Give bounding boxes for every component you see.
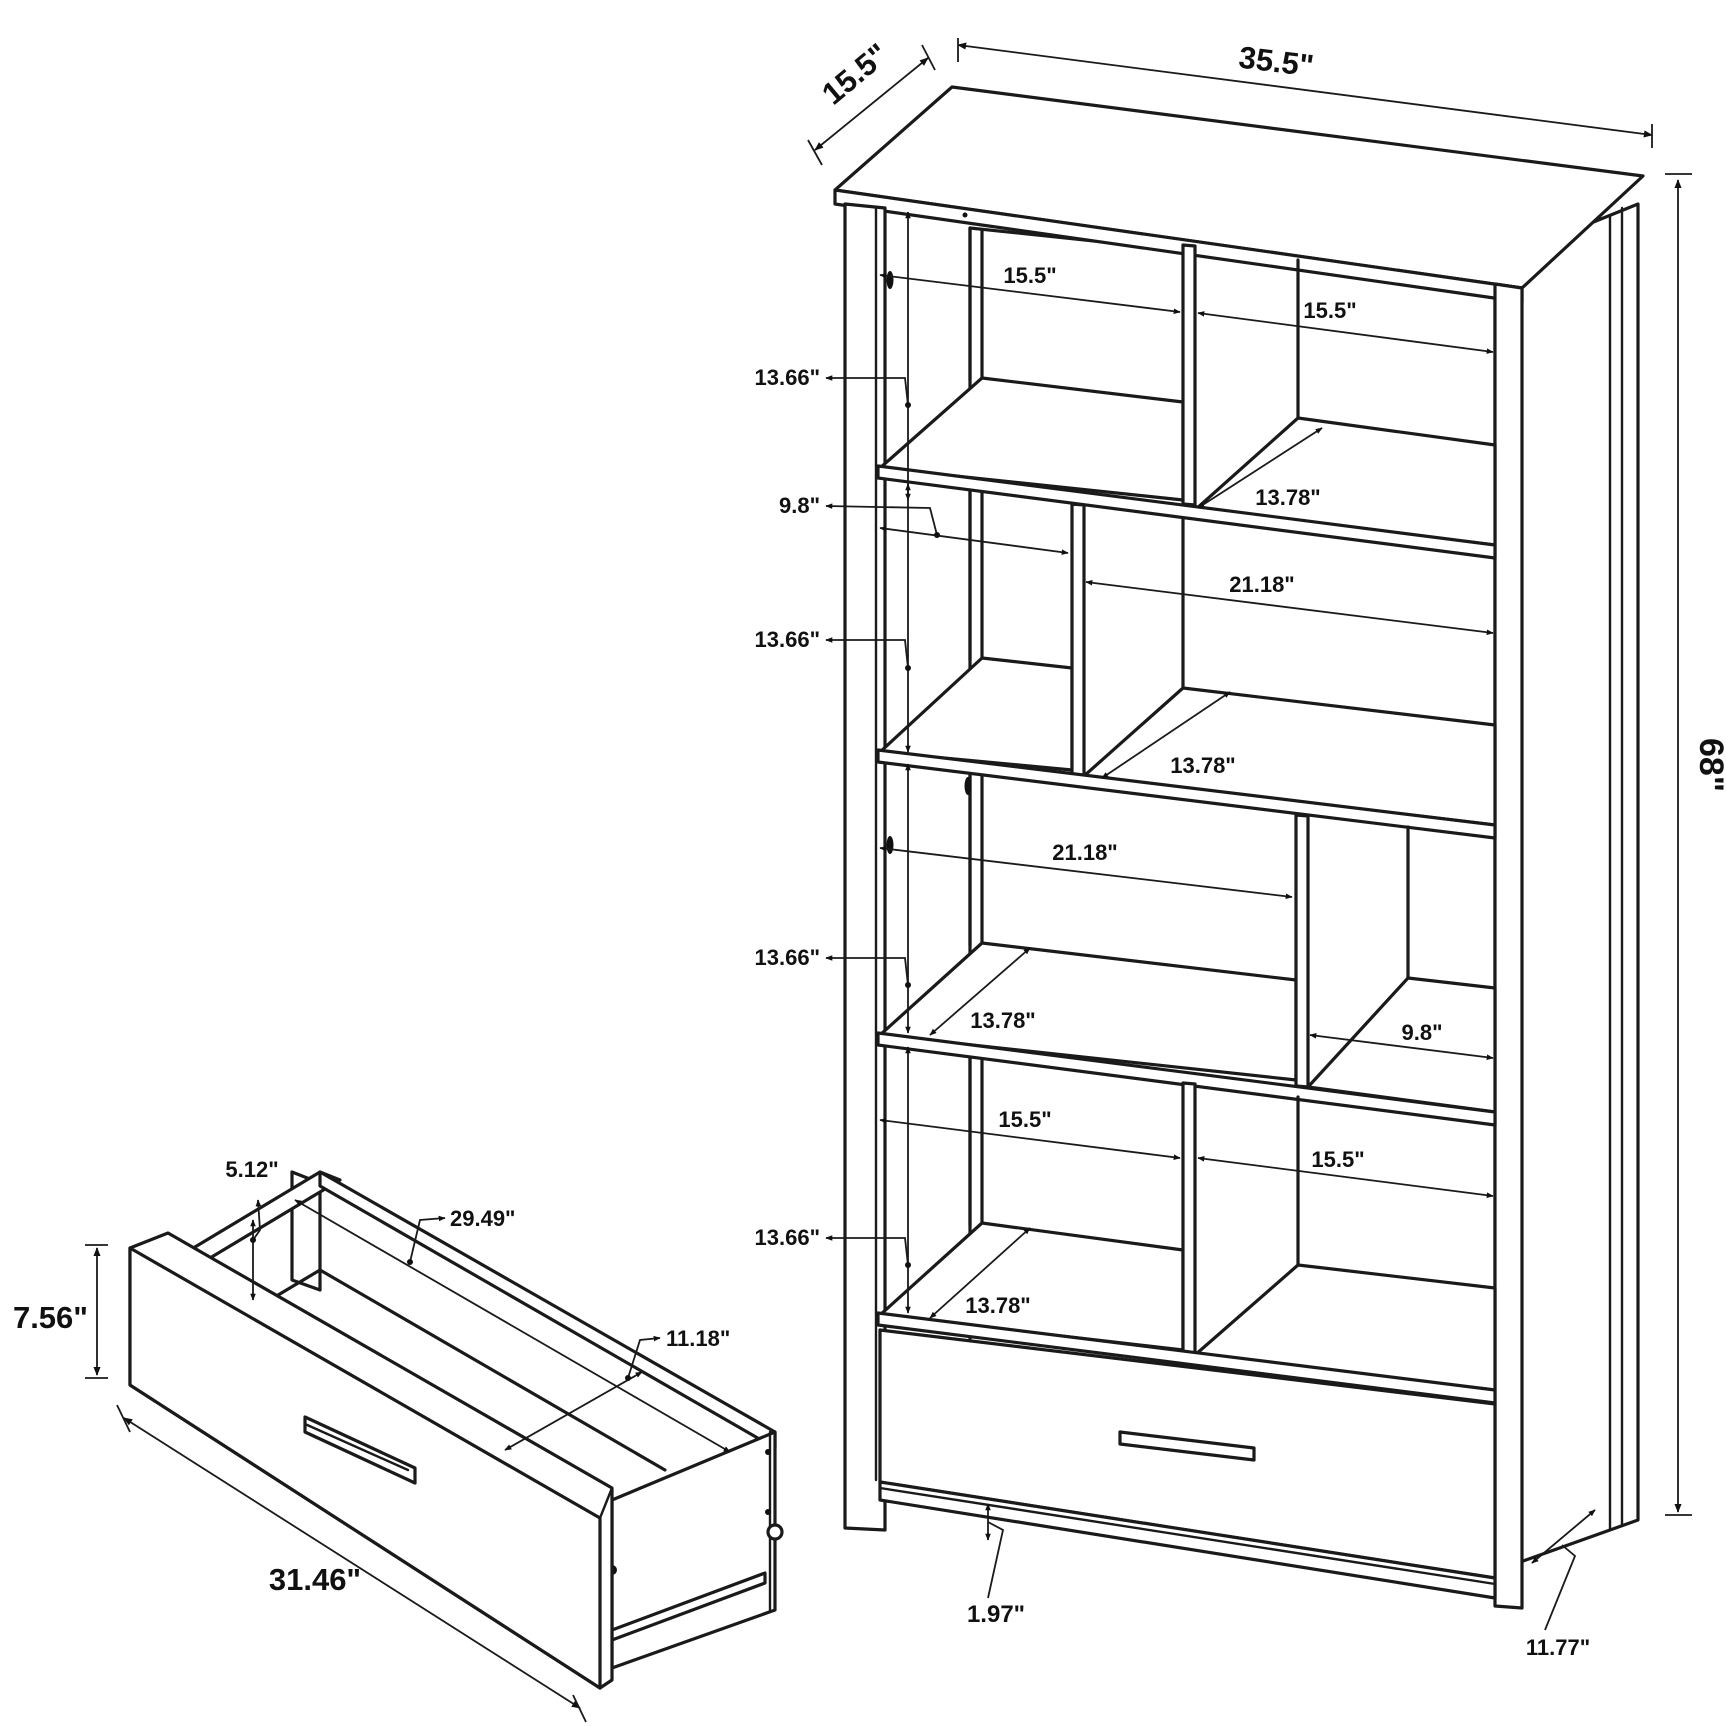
drawer-inner-height-label: 5.12" <box>225 1157 278 1182</box>
row4-left-width-label: 15.5" <box>998 1107 1051 1132</box>
drawer-front-height-label: 7.56" <box>13 1300 88 1335</box>
bookcase-dimensions <box>807 38 1692 1631</box>
row1-right-width-label: 15.5" <box>1303 298 1356 323</box>
overall-height-label: 68" <box>1692 738 1726 792</box>
inner-depth-label: 11.77" <box>1526 1635 1590 1660</box>
shelf-height-label-3: 13.66" <box>755 945 820 970</box>
bookcase-right-post <box>1493 282 1524 1610</box>
row2-left-width-label: 9.8" <box>779 493 820 518</box>
bookcase-drawing <box>833 85 1645 1610</box>
bookcase-labels: 35.5" 15.5" 68" 13.66" 13.66" 13.66" 13.… <box>755 36 1726 1660</box>
shelf-height-label-1: 13.66" <box>755 365 820 390</box>
overall-width-label: 35.5" <box>1237 40 1316 84</box>
row3-right-width-label: 9.8" <box>1401 1020 1442 1045</box>
bookcase-shelf-2 <box>876 748 1497 840</box>
row4-depth-label: 13.78" <box>965 1293 1030 1318</box>
drawer-inner-depth-label: 11.18" <box>666 1326 730 1351</box>
row1-left-width-label: 15.5" <box>1003 263 1056 288</box>
shelf-height-label-2: 13.66" <box>755 627 820 652</box>
bookcase-drawer-handle <box>1118 1430 1256 1462</box>
shelf-height-label-4: 13.66" <box>755 1225 820 1250</box>
row3-left-width-label: 21.18" <box>1052 840 1117 865</box>
floor-clearance-label: 1.97" <box>967 1601 1025 1628</box>
row2-right-width-label: 21.18" <box>1229 572 1294 597</box>
bookcase-shelf-1 <box>876 464 1497 560</box>
row1-depth-label: 13.78" <box>1255 485 1320 510</box>
drawer-labels: 7.56" 5.12" 29.49" 11.18" 31.46" <box>13 1157 730 1597</box>
drawer-front-width-label: 31.46" <box>269 1562 361 1597</box>
bookcase-shelf-3 <box>876 1031 1497 1127</box>
row4-right-width-label: 15.5" <box>1311 1147 1364 1172</box>
overall-depth-label: 15.5" <box>815 36 895 111</box>
drawer-inner-length-label: 29.49" <box>450 1206 515 1231</box>
drawer-dimensions <box>85 1199 731 1723</box>
drawer-drawing <box>128 1170 784 1690</box>
row2-depth-label: 13.78" <box>1170 753 1235 778</box>
row3-depth-label: 13.78" <box>970 1008 1035 1033</box>
bookcase-right-side <box>1510 202 1640 1567</box>
